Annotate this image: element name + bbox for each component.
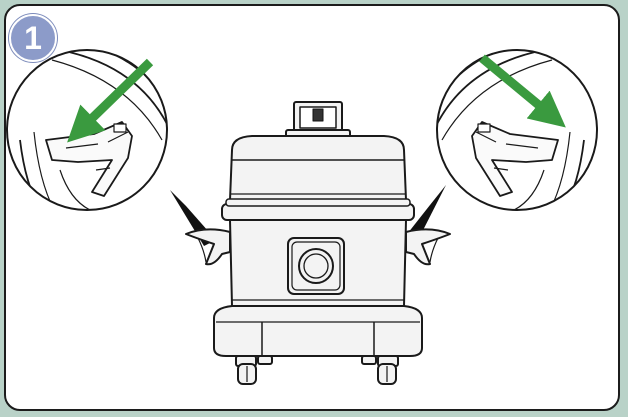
right-latch [405,228,451,266]
direction-arrow-right [479,54,566,128]
castor-wheel-right [377,355,399,385]
zoom-callout-left [6,49,168,211]
direction-arrow-left [67,58,154,143]
zoom-callout-right [436,49,598,211]
vacuum-lid [229,135,407,201]
power-switch [312,108,324,122]
left-latch [185,228,231,266]
castor-wheel-left [235,355,257,385]
callout-pointer-right [404,185,446,244]
vacuum-cleaner [185,101,451,385]
castor-wheel-back-left [257,355,273,365]
vacuum-base [213,305,423,357]
castor-wheel-back-right [361,355,377,365]
step-number-badge: 1 [9,14,57,62]
